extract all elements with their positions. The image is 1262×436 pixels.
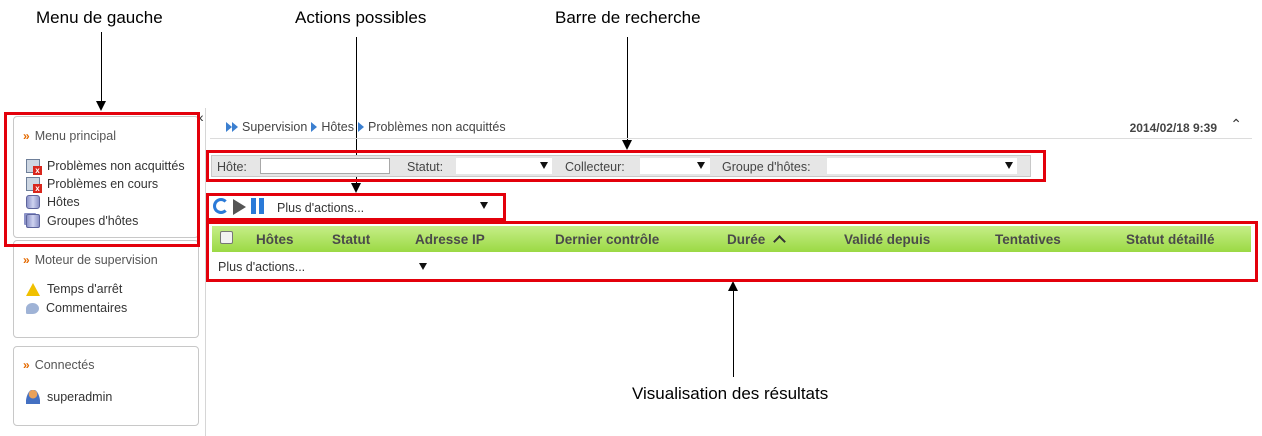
- host-filter-label: Hôte:: [217, 160, 247, 174]
- dropdown-arrow-icon[interactable]: [1005, 162, 1013, 169]
- column-status[interactable]: Statut: [332, 232, 371, 247]
- warning-icon: [26, 282, 40, 296]
- annotation-arrow-line: [101, 32, 102, 102]
- select-all-checkbox[interactable]: [220, 231, 233, 244]
- main-menu-panel: »Menu principal Problèmes non acquittés …: [13, 116, 199, 238]
- dropdown-arrow-icon[interactable]: [419, 263, 427, 270]
- breadcrumb-arrow-icon: [226, 122, 232, 132]
- status-filter-select[interactable]: [456, 158, 552, 174]
- breadcrumb-supervision[interactable]: Supervision: [242, 120, 308, 134]
- host-filter-input[interactable]: [260, 158, 390, 174]
- column-duration[interactable]: Durée: [727, 232, 787, 248]
- connected-user[interactable]: superadmin: [26, 390, 112, 404]
- annotation-arrow-line: [356, 37, 357, 184]
- annotation-left-menu: Menu de gauche: [36, 8, 163, 27]
- main-menu-title: »Menu principal: [23, 129, 116, 143]
- comment-icon: [26, 302, 39, 314]
- status-filter-label: Statut:: [407, 160, 444, 174]
- dropdown-arrow-icon[interactable]: [697, 162, 705, 169]
- chevron-right-icon: »: [23, 253, 30, 267]
- annotation-actions: Actions possibles: [295, 8, 427, 27]
- annotation-arrowhead: [728, 281, 738, 291]
- hostgroup-filter-select[interactable]: [827, 158, 1017, 174]
- actions-toolbar: Plus d'actions...: [211, 198, 501, 218]
- bottom-more-actions-select[interactable]: Plus d'actions...: [218, 260, 306, 274]
- dropdown-arrow-icon[interactable]: [480, 202, 488, 209]
- annotation-arrowhead: [351, 183, 361, 193]
- dropdown-arrow-icon[interactable]: [540, 162, 548, 169]
- sort-ascending-icon: [773, 235, 787, 248]
- sidebar-item-current-problems[interactable]: Problèmes en cours: [26, 177, 158, 193]
- host-icon: [26, 195, 40, 209]
- connected-panel: »Connectés superadmin: [13, 346, 199, 426]
- annotation-arrowhead: [622, 140, 632, 150]
- annotation-arrow-line: [627, 37, 628, 141]
- problem-icon: [26, 177, 42, 193]
- annotation-results: Visualisation des résultats: [632, 384, 829, 403]
- breadcrumb-arrow-icon: [311, 122, 318, 132]
- breadcrumb-arrow-icon: [357, 122, 364, 132]
- poller-filter-select[interactable]: [640, 158, 710, 174]
- pause-icon[interactable]: [251, 198, 256, 214]
- engine-menu-panel: »Moteur de supervision Temps d'arrêt Com…: [13, 240, 199, 338]
- sidebar-item-downtimes[interactable]: Temps d'arrêt: [26, 282, 122, 296]
- column-status-detail[interactable]: Statut détaillé: [1126, 232, 1215, 247]
- sidebar-item-comments[interactable]: Commentaires: [26, 301, 127, 315]
- results-table-header: Hôtes Statut Adresse IP Dernier contrôle…: [212, 226, 1251, 252]
- collapse-sidebar-icon[interactable]: ‹: [199, 109, 204, 125]
- sidebar-item-hostgroups[interactable]: Groupes d'hôtes: [26, 214, 138, 228]
- more-actions-select[interactable]: Plus d'actions...: [277, 201, 365, 215]
- engine-menu-title: »Moteur de supervision: [23, 253, 158, 267]
- annotation-search-bar: Barre de recherche: [555, 8, 701, 27]
- sidebar-divider: [205, 108, 206, 436]
- current-datetime: 2014/02/18 9:39: [1129, 121, 1217, 135]
- header-divider: [210, 138, 1252, 139]
- chevron-right-icon: »: [23, 129, 30, 143]
- breadcrumb-hosts[interactable]: Hôtes: [321, 120, 354, 134]
- column-attempts[interactable]: Tentatives: [995, 232, 1061, 247]
- column-last-check[interactable]: Dernier contrôle: [555, 232, 660, 247]
- poller-filter-label: Collecteur:: [565, 160, 625, 174]
- sidebar-item-hosts[interactable]: Hôtes: [26, 195, 80, 209]
- breadcrumb: Supervision Hôtes Problèmes non acquitté…: [222, 120, 506, 134]
- problem-icon: [26, 159, 42, 175]
- play-icon[interactable]: [233, 199, 246, 215]
- refresh-icon[interactable]: [213, 198, 229, 214]
- sidebar-item-unack-problems[interactable]: Problèmes non acquittés: [26, 159, 185, 175]
- user-icon: [26, 390, 40, 404]
- column-hosts[interactable]: Hôtes: [256, 232, 294, 247]
- hostgroup-filter-label: Groupe d'hôtes:: [722, 160, 811, 174]
- column-acknowledged-since[interactable]: Validé depuis: [844, 232, 931, 247]
- breadcrumb-arrow-icon: [232, 122, 238, 132]
- annotation-arrow-line: [733, 291, 734, 377]
- search-bar: Hôte: Statut: Collecteur: Groupe d'hôtes…: [211, 155, 1031, 177]
- chevron-up-icon[interactable]: ⌃: [1230, 116, 1242, 132]
- hostgroup-icon: [26, 214, 40, 228]
- chevron-right-icon: »: [23, 358, 30, 372]
- annotation-arrowhead: [96, 101, 106, 111]
- connected-title: »Connectés: [23, 358, 95, 372]
- column-ip-address[interactable]: Adresse IP: [415, 232, 485, 247]
- breadcrumb-unack-problems[interactable]: Problèmes non acquittés: [367, 120, 506, 134]
